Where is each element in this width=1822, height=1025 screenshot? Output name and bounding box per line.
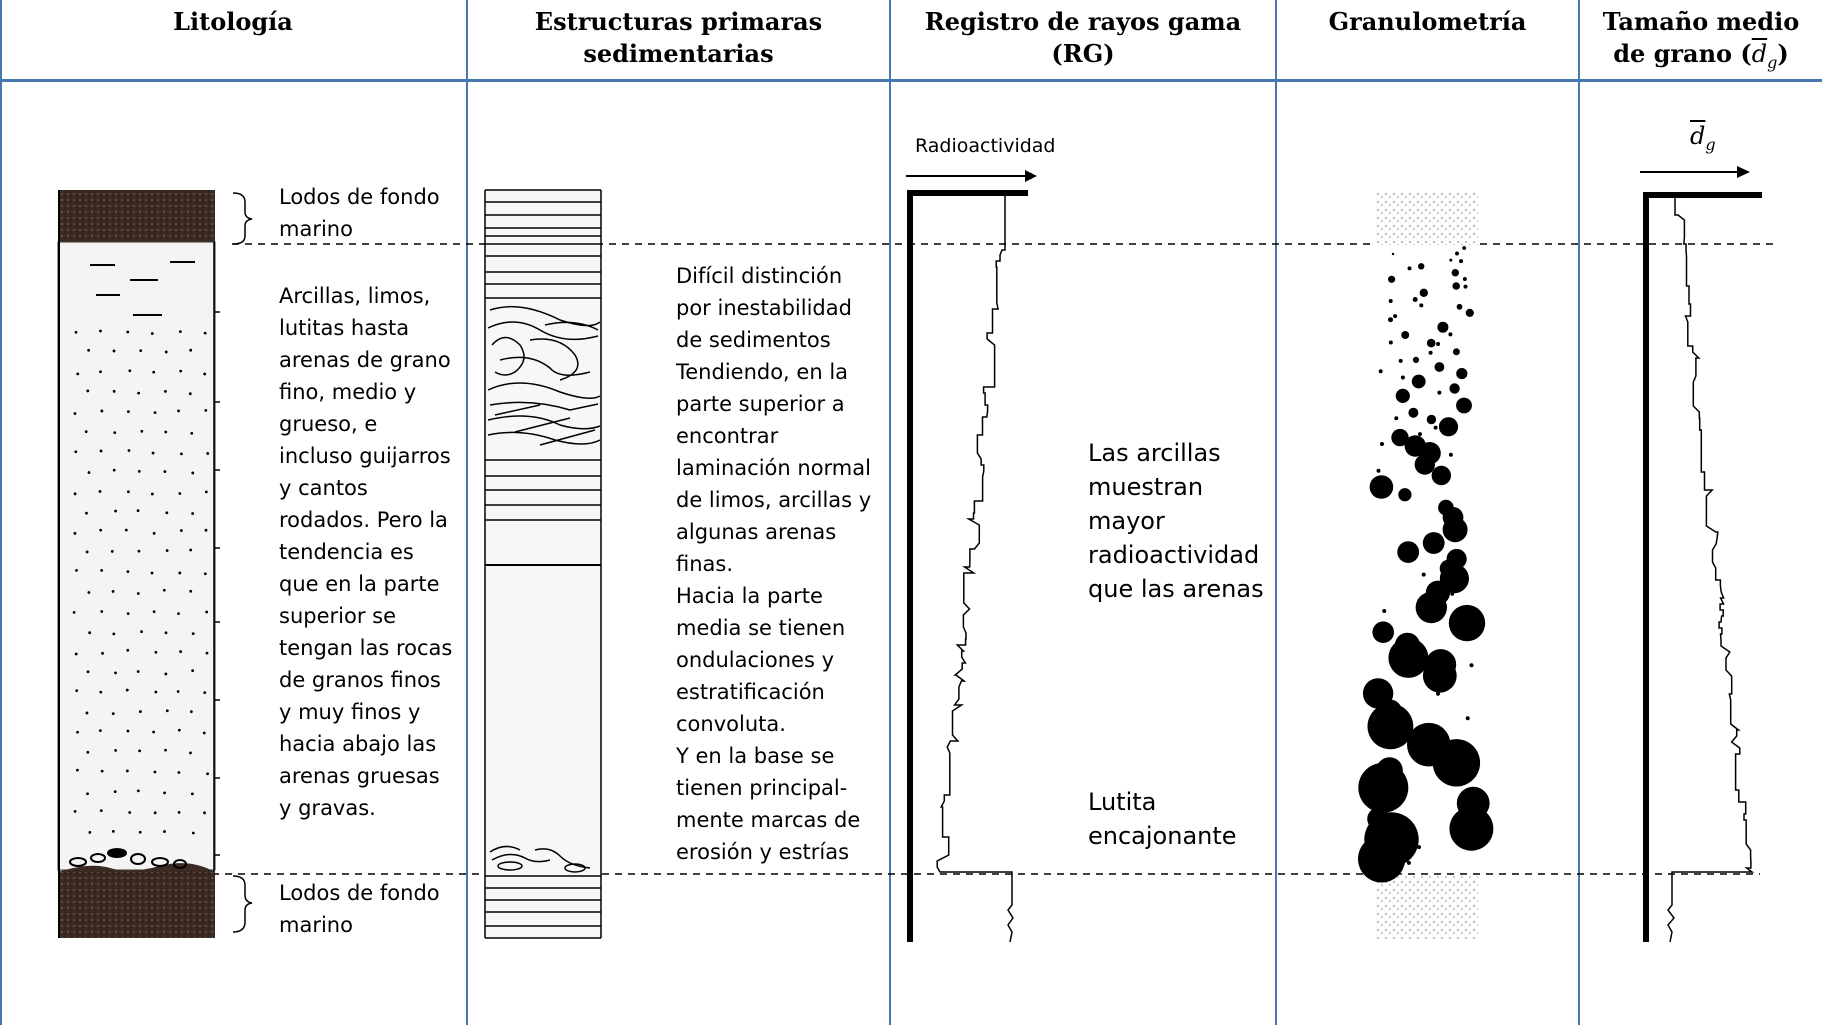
bottom-brace [232, 875, 253, 933]
top-fine-texture [1375, 190, 1478, 245]
radioactivity-arrow [1025, 170, 1037, 182]
radioactivity-label: Radioactividad [915, 135, 1056, 157]
column-divider-4 [1578, 0, 1580, 1025]
grain-size-axis-symbol: dg [1690, 122, 1716, 154]
lithology-bottom-label: Lodos de fondo marino [279, 881, 440, 937]
structures-description: Difícil distinción por inestabilidad de … [676, 264, 872, 864]
header-granulometry: Granulometría [1328, 7, 1527, 36]
header-gamma-ray: Registro de rayos gama (RG) [924, 7, 1242, 68]
top-mud-layer [58, 190, 215, 242]
bottom-fine-texture [1375, 875, 1478, 940]
header-structures: Estructuras primaras sedimentarias [534, 7, 823, 68]
mean-grain-size-log [1640, 166, 1762, 943]
gamma-ray-curve [936, 193, 1014, 943]
gamma-ray-log [906, 170, 1037, 943]
lithology-top-label: Lodos de fondo marino [279, 185, 440, 241]
lithology-column [57, 190, 253, 938]
header-mean-grain-size: Tamaño medio de grano (dg) [1602, 7, 1800, 72]
header-lithology: Litología [173, 7, 293, 36]
table-border-left [0, 0, 2, 1025]
clays-annotation: Las arcillas muestran mayor radioactivid… [1088, 439, 1264, 603]
header-separator [0, 79, 1822, 82]
shale-annotation: Lutita encajonante [1088, 788, 1237, 850]
column-divider-3 [1275, 0, 1277, 1025]
top-brace [232, 192, 253, 245]
grain-size-curve [1667, 195, 1755, 943]
column-divider-2 [889, 0, 891, 1025]
grain-size-arrow [1737, 166, 1750, 178]
column-divider-1 [466, 0, 468, 1025]
sedimentary-structures-column [484, 189, 602, 939]
granulometry-column [1358, 190, 1494, 940]
lithology-description: Arcillas, limos, lutitas hasta arenas de… [279, 284, 453, 820]
bottom-mud-layer [58, 872, 215, 938]
sediment-body [57, 241, 216, 871]
